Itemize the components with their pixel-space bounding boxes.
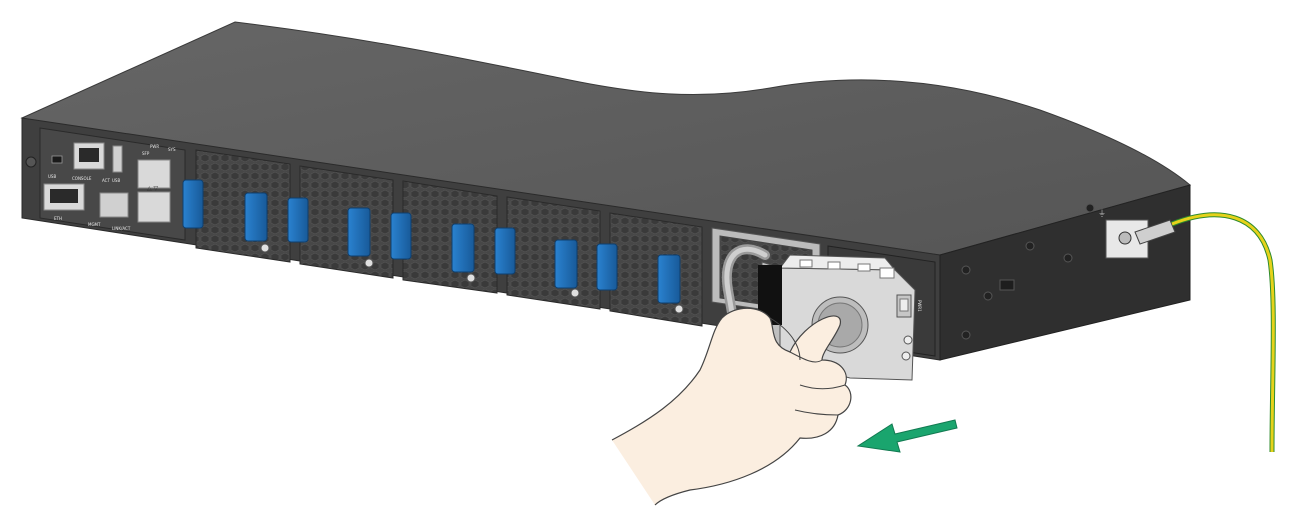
ground-symbol-icon: ⏚ (1098, 209, 1106, 218)
fan-handle-5a (657, 254, 681, 304)
side-screw-2 (983, 291, 993, 301)
usb-slot (112, 145, 123, 173)
psu-slot-label: PWR1 (917, 300, 922, 312)
fan-screw-5 (674, 304, 684, 314)
fan-tray-5 (609, 212, 703, 327)
fan-handle-4a (554, 239, 578, 289)
side-vent (999, 279, 1015, 291)
fan-handle-1b (287, 197, 309, 243)
sfp-label: SFP (142, 151, 150, 156)
usb-port-label: USB (112, 178, 120, 183)
sfp-port-2 (137, 191, 171, 223)
mgmt-sfp-port (99, 192, 129, 218)
ground-lug (1134, 219, 1176, 245)
side-screw-1 (961, 265, 971, 275)
ground-screw-left (25, 156, 37, 168)
fan-handle-4b (596, 243, 618, 291)
chassis-top (20, 21, 1192, 256)
usb-port (51, 155, 63, 164)
fan-screw-4 (570, 288, 580, 298)
fan-handle-2b (390, 212, 412, 260)
usb-label: USB (48, 174, 56, 179)
ground-terminal-screw (1118, 231, 1132, 245)
link-act-label: LINK/ACT (112, 226, 131, 231)
fan-tray-1 (195, 149, 291, 263)
act-label: ACT (102, 178, 110, 183)
eth-label: ETH (54, 216, 62, 221)
fan-screw-3 (466, 273, 476, 283)
svg-text:△ ▽: △ ▽ (147, 185, 159, 192)
arrow-pull-out-icon (856, 419, 958, 453)
fan-handle-2a (347, 207, 371, 257)
fan-screw-1 (260, 243, 270, 253)
hand (611, 307, 852, 506)
fan-handle-left (182, 179, 204, 229)
side-screw-6 (1025, 241, 1035, 251)
fan-tray-4 (506, 196, 601, 310)
fan-tray-3 (402, 180, 498, 294)
console-label: CONSOLE (72, 176, 92, 181)
pwr-label: PWR (150, 144, 159, 149)
mgmt-label: MGMT (88, 222, 101, 227)
fan-tray-group (182, 149, 703, 327)
fan-tray-2 (299, 165, 394, 279)
sfp-port-1 (137, 159, 171, 189)
side-screw-5 (1085, 203, 1095, 213)
side-screw-4 (1063, 253, 1073, 263)
fan-handle-3a (451, 223, 475, 273)
sys-label: SYS (168, 147, 176, 152)
fan-handle-1a (244, 192, 268, 242)
fan-screw-2 (364, 258, 374, 268)
fan-handle-3b (494, 227, 516, 275)
side-screw-3 (961, 330, 971, 340)
